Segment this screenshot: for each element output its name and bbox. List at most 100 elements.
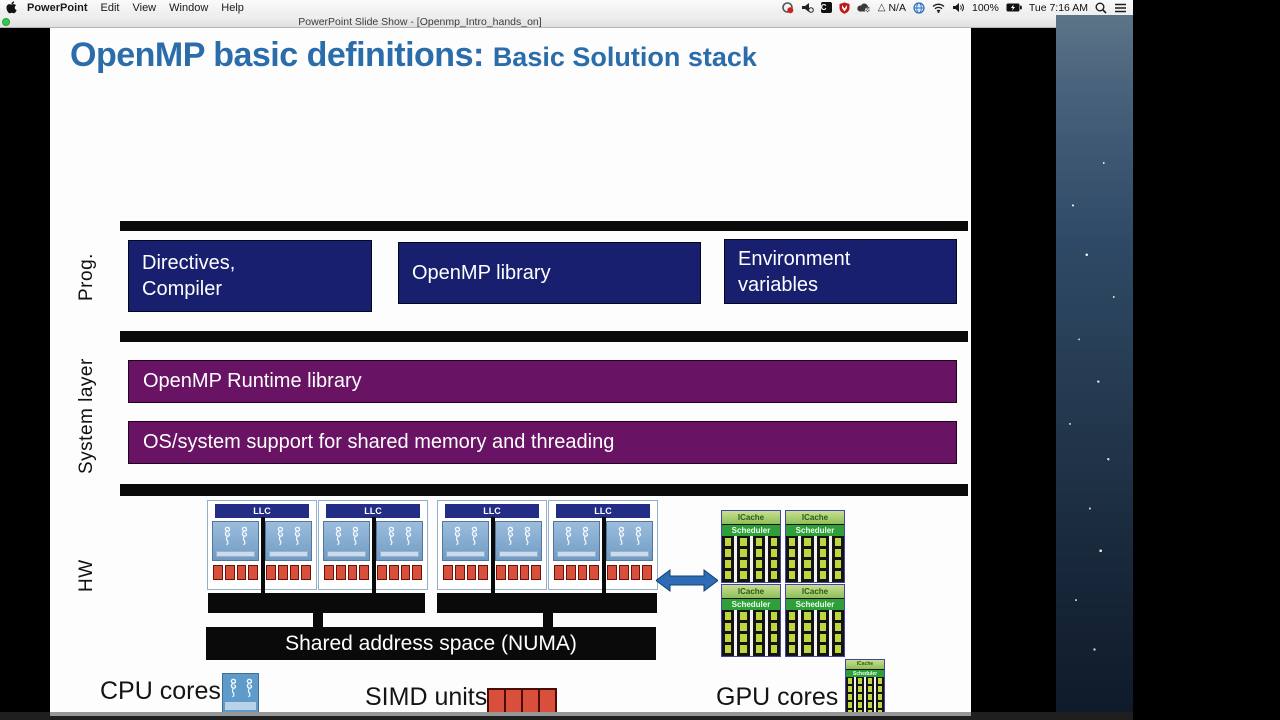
layer-bar-bottom [120,484,968,496]
cpu-gpu-arrow-icon [655,568,719,598]
cloud-icon[interactable] [857,2,871,13]
bottom-letterbox [0,712,1133,720]
volume-icon[interactable] [952,2,965,13]
core-bar [499,551,538,557]
numa-box: Shared address space (NUMA) [206,627,656,660]
cpu-core [553,521,600,561]
core-bar [225,702,256,710]
gpu-block-4: ICache Scheduler [785,584,845,657]
simd-units-row [442,564,489,581]
gpu-block-2: ICache Scheduler [785,510,845,583]
desktop-wallpaper [1056,15,1133,720]
gpu-block-3: ICache Scheduler [721,584,781,657]
menu-item-help[interactable]: Help [221,1,244,14]
core-bar [269,551,308,557]
icache-label: ICache [722,511,780,524]
llc-label: LLC [326,504,420,518]
simd-units-legend-label: SIMD units [365,683,488,711]
na-status-label[interactable]: N/A [888,1,906,14]
cpu-core [495,521,542,561]
wifi-icon[interactable] [932,3,945,13]
cpu-chip-3: LLC [437,500,547,596]
simd-units-row [553,564,600,581]
cpu-core [265,521,312,561]
core-bar [557,551,596,557]
slide: OpenMP basic definitions:Basic Solution … [50,28,971,715]
chip-bus-line [491,517,495,596]
prog-layer-label: Prog. [76,253,97,301]
openmp-runtime-box: OpenMP Runtime library [128,360,957,403]
layer-bar-top [120,221,968,231]
thread-icons [443,524,488,547]
simd-units-row [606,564,653,581]
directives-compiler-box: Directives, Compiler [128,240,372,312]
thread-icons [223,676,258,699]
os-support-box: OS/system support for shared memory and … [128,421,957,464]
cpu-core [606,521,653,561]
slide-title-sub: Basic Solution stack [492,42,757,72]
environment-variables-box: Environment variables [724,239,957,304]
cpu-core [323,521,370,561]
simd-units-row [265,564,312,581]
core-bar [446,551,485,557]
simd-units-row [495,564,542,581]
thread-icons [554,524,599,547]
icache-label: ICache [786,511,844,524]
cpu-cores-legend-label: CPU cores [100,677,221,705]
c-app-icon[interactable]: C [820,2,832,13]
thread-icons [324,524,369,547]
simd-units-row [323,564,370,581]
thread-icons [496,524,541,547]
icache-label: ICache [786,585,844,598]
menu-item-window[interactable]: Window [169,1,209,14]
gpu-core-grid [786,610,844,656]
cpu-chip-1: LLC [207,500,317,596]
mute-icon[interactable] [801,2,814,13]
menu-bar: PowerPoint Edit View Window Help C △ N/A [0,0,1133,15]
llc-label: LLC [215,504,309,518]
traffic-light-green[interactable] [2,17,10,26]
icache-label: ICache [722,585,780,598]
battery-percent-label[interactable]: 100% [971,1,999,14]
clock-label[interactable]: Tue 7:16 AM [1028,1,1088,14]
globe-icon[interactable] [913,1,925,14]
bus-connector [543,611,553,628]
gpu-cores-legend-label: GPU cores [716,683,839,711]
simd-units-row [376,564,423,581]
cpu-chip-2: LLC [318,500,428,596]
cpu-core [376,521,423,561]
battery-icon[interactable] [1006,3,1022,12]
llc-label: LLC [556,504,650,518]
window-title: PowerPoint Slide Show - [Openmp_Intro_ha… [298,16,542,28]
system-layer-label: System layer [76,358,97,474]
simd-units-icon [487,688,557,715]
menu-item-powerpoint[interactable]: PowerPoint [27,1,88,14]
scheduler-label: Scheduler [722,598,780,610]
apple-menu-icon[interactable] [6,1,17,14]
core-bar [327,551,366,557]
gpu-block-1: ICache Scheduler [721,510,781,583]
cpu-core [442,521,489,561]
search-icon[interactable] [1095,2,1107,14]
layer-bar-middle [120,331,968,342]
slide-bottom-edge [50,712,971,716]
chip-bus-line [261,517,265,596]
shield-icon[interactable] [839,2,850,14]
gpu-cores-icon: ICache Scheduler [845,659,885,714]
window-title-bar[interactable]: PowerPoint Slide Show - [Openmp_Intro_ha… [0,15,1056,28]
triangle-icon[interactable]: △ [877,2,886,13]
scheduler-label: Scheduler [786,598,844,610]
scheduler-label: Scheduler [722,524,780,536]
scheduler-label: Scheduler [786,524,844,536]
gpu-core-grid [786,536,844,582]
record-icon[interactable] [781,1,794,14]
notification-center-icon[interactable] [1114,3,1127,13]
simd-units-row [212,564,259,581]
hw-layer-label: HW [76,559,97,593]
core-bar [610,551,649,557]
thread-icons [377,524,422,547]
scheduler-label: Scheduler [846,669,884,677]
menu-item-edit[interactable]: Edit [100,1,120,14]
menu-item-view[interactable]: View [132,1,157,14]
